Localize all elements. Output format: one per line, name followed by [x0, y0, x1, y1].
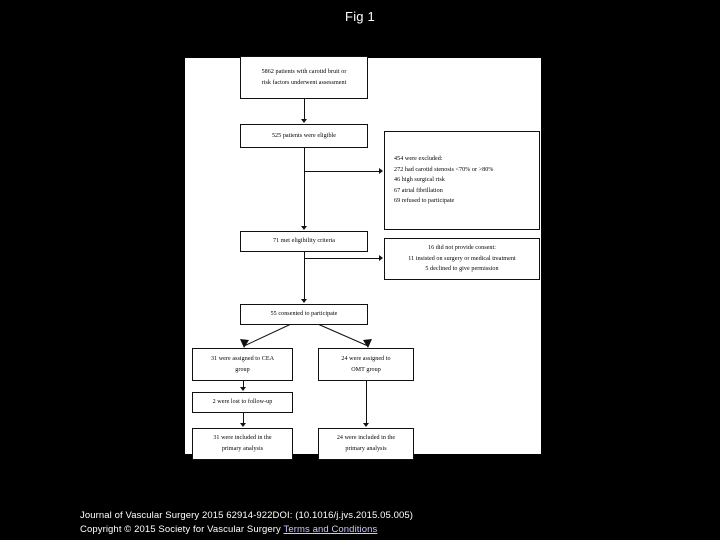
connector-cea-assigned-lost	[243, 381, 244, 388]
node-met-criteria-line1: 71 met eligibility criteria	[272, 238, 336, 245]
node-no-consent-line3: 5 declined to give permission	[425, 266, 499, 273]
node-no-consent-line1: 16 did not provide consent:	[427, 245, 497, 252]
node-cea-assigned: 31 were assigned to CEA group	[192, 348, 293, 381]
node-excluded-line1: 454 were excluded:	[394, 155, 443, 162]
node-excluded-line2: 272 had carotid stenosis <70% or >80%	[394, 166, 494, 173]
node-cea-analysis: 31 were included in the primary analysis	[192, 428, 293, 460]
node-cea-analysis-line2: primary analysis	[221, 446, 264, 452]
arrowhead-omt-analysis	[363, 423, 369, 427]
footer-copyright-line: Copyright © 2015 Society for Vascular Su…	[80, 523, 680, 537]
node-no-consent-line2: 11 insisted on surgery or medical treatm…	[408, 255, 516, 262]
node-excluded-line4: 67 atrial fibrillation	[394, 187, 443, 194]
node-omt-analysis-line2: primary analysis	[345, 446, 387, 452]
node-omt-assigned-line1: 24 were assigned to	[341, 355, 391, 362]
connector-eligible-excluded-vertical	[304, 148, 305, 227]
node-excluded-line3: 46 high surgical risk	[394, 177, 445, 184]
node-consented: 55 consented to participate	[240, 304, 368, 325]
arrowhead-met-criteria	[301, 226, 307, 230]
node-cea-assigned-line2: group	[235, 366, 250, 373]
node-cea-analysis-line1: 31 were included in the	[213, 435, 272, 442]
node-assessed-line1: 5862 patients with carotid bruit or	[261, 68, 347, 75]
node-consented-line1: 55 consented to participate	[270, 311, 338, 318]
connector-eligible-excluded-horizontal	[304, 171, 380, 172]
figure-panel: 5862 patients with carotid bruit or risk…	[185, 56, 541, 460]
node-eligible: 525 patients were eligible	[240, 124, 368, 148]
node-cea-assigned-line1: 31 were assigned to CEA	[210, 355, 275, 362]
node-omt-assigned-line2: OMT group	[351, 366, 381, 373]
footer: Journal of Vascular Surgery 2015 62914-9…	[80, 509, 680, 537]
arrowhead-no-consent	[379, 255, 383, 261]
figure-title: Fig 1	[345, 9, 375, 24]
node-excluded-line5: 69 refused to participate	[394, 198, 455, 205]
arrowhead-cea-lost	[240, 387, 246, 391]
node-no-consent: 16 did not provide consent: 11 insisted …	[384, 238, 540, 280]
node-cea-lost-line1: 2 were lost to follow-up	[212, 399, 273, 406]
arrowhead-cea-analysis	[240, 423, 246, 427]
connector-criteria-consent-vertical	[304, 252, 305, 300]
connector-assessed-eligible	[304, 99, 305, 120]
footer-citation: Journal of Vascular Surgery 2015 62914-9…	[80, 510, 414, 521]
arrowhead-consented	[301, 299, 307, 303]
node-omt-assigned: 24 were assigned to OMT group	[318, 348, 414, 381]
node-met-criteria: 71 met eligibility criteria	[240, 231, 368, 252]
node-omt-analysis: 24 were included in the primary analysis	[318, 428, 414, 460]
node-eligible-line1: 525 patients were eligible	[271, 132, 337, 139]
node-excluded: 454 were excluded: 272 had carotid steno…	[384, 131, 540, 230]
node-assessed: 5862 patients with carotid bruit or risk…	[240, 56, 368, 99]
connector-cea-lost-analysis	[243, 413, 244, 424]
connector-criteria-consent-horizontal	[304, 258, 380, 259]
connector-omt-assigned-analysis	[366, 381, 367, 424]
terms-and-conditions-link[interactable]: Terms and Conditions	[283, 524, 378, 535]
footer-copyright-text: Copyright © 2015 Society for Vascular Su…	[80, 524, 284, 535]
node-assessed-line2: risk factors underwent assessment	[261, 79, 347, 86]
node-cea-lost: 2 were lost to follow-up	[192, 392, 293, 413]
arrowhead-excluded	[379, 168, 383, 174]
node-omt-analysis-line1: 24 were included in the	[336, 435, 396, 442]
arrowhead-eligible	[301, 119, 307, 123]
